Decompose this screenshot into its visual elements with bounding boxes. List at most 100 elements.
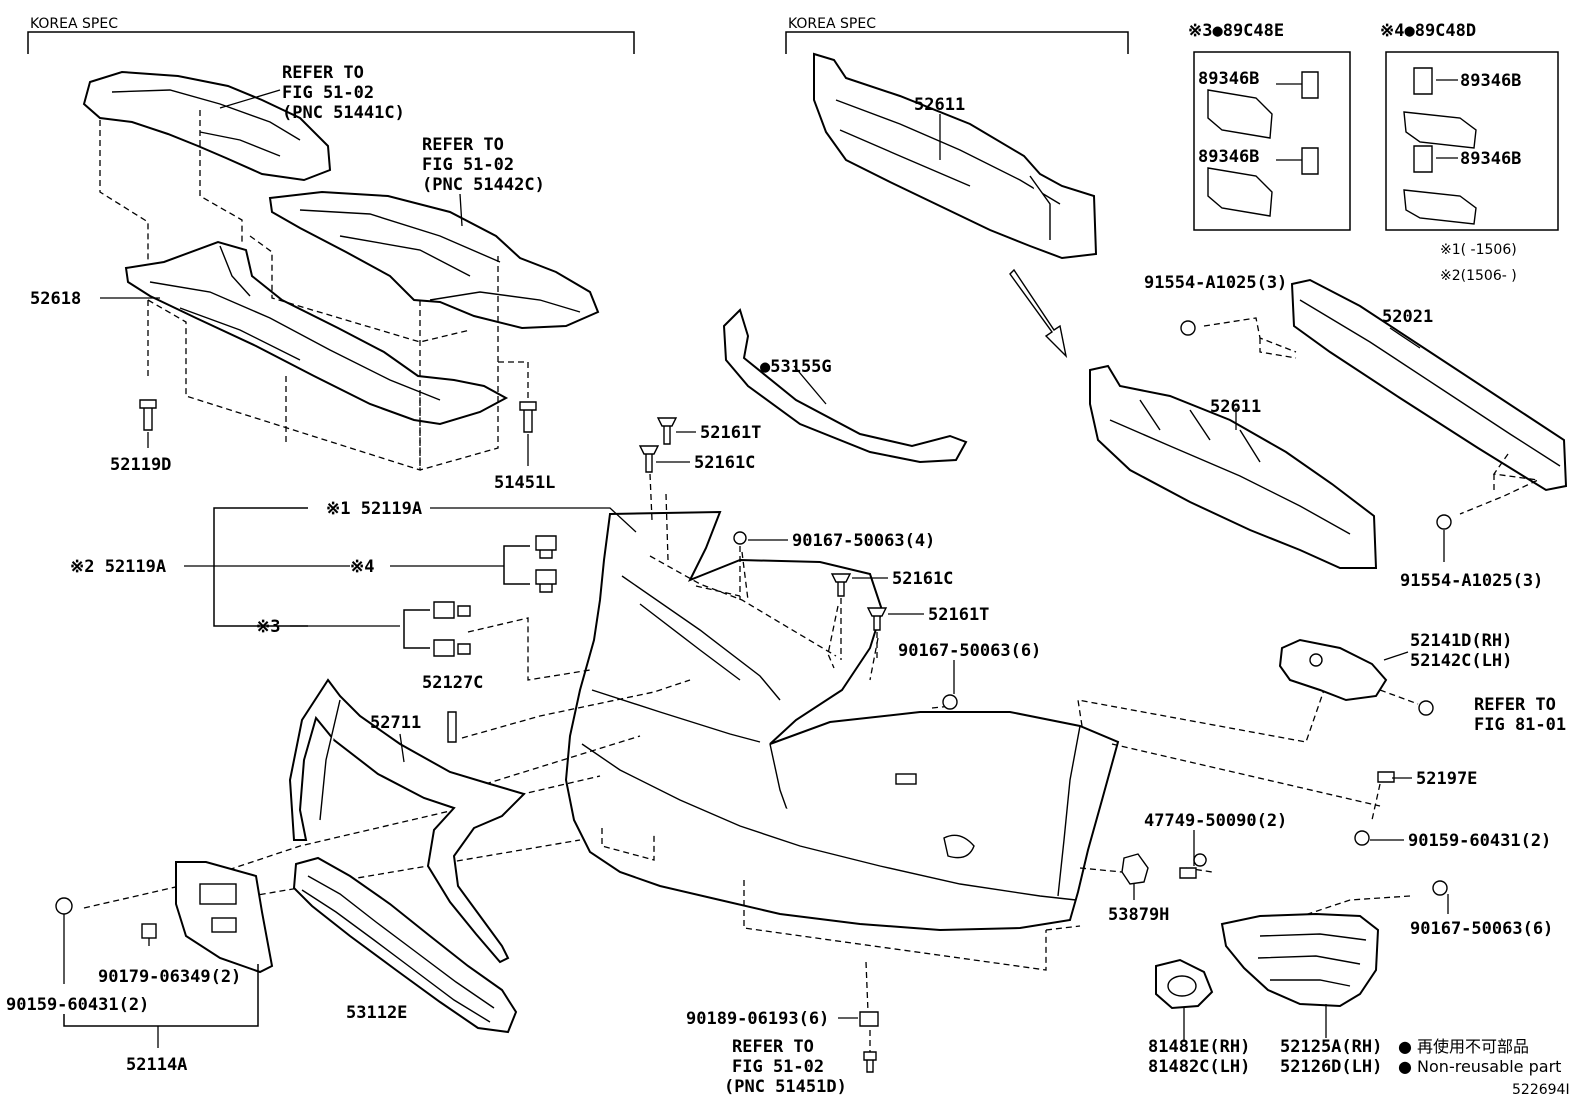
label-52161t-b: 52161T bbox=[928, 605, 989, 625]
label-52618: 52618 bbox=[30, 289, 81, 309]
legend: ● 再使用不可部品 ● Non-reusable part bbox=[1398, 1037, 1561, 1076]
clip-53879h bbox=[1121, 853, 1149, 900]
label-52119a-1: ※1 52119A bbox=[326, 499, 422, 519]
label-52021: 52021 bbox=[1382, 307, 1433, 327]
ref-51441c: REFER TO FIG 51-02 (PNC 51441C) bbox=[282, 63, 405, 123]
bolt-51451l bbox=[519, 401, 537, 466]
clip-52161t-a bbox=[656, 417, 678, 445]
svg-text:REFER TO: REFER TO bbox=[1474, 695, 1556, 715]
screw-90167-4 bbox=[733, 531, 747, 600]
svg-text:FIG 51-02: FIG 51-02 bbox=[422, 155, 514, 175]
label-52711: 52711 bbox=[370, 713, 421, 733]
label-52126d: 52126D(LH) bbox=[1280, 1057, 1382, 1077]
clip-90189 bbox=[859, 1011, 879, 1027]
label-52611-mid: 52611 bbox=[1210, 397, 1261, 417]
direction-arrow bbox=[1009, 268, 1068, 359]
label-52161c-a: 52161C bbox=[694, 453, 755, 473]
svg-text:FIG 51-02: FIG 51-02 bbox=[282, 83, 374, 103]
bumper-cover bbox=[564, 510, 1120, 932]
label-89346b-2: 89346B bbox=[1198, 147, 1259, 167]
label-52611-top: 52611 bbox=[914, 95, 965, 115]
ref-51442c: REFER TO FIG 51-02 (PNC 51442C) bbox=[422, 135, 545, 195]
license-bracket-52114a bbox=[175, 861, 274, 974]
label-47749: 47749-50090(2) bbox=[1144, 811, 1287, 831]
fog-cover-52125a bbox=[1220, 912, 1380, 1038]
part-labels: 52618 52119D 51451L 52611 52611 52021 91… bbox=[6, 69, 1553, 1077]
left-spec-label: KOREA SPEC bbox=[30, 16, 118, 32]
nut-90179 bbox=[141, 923, 157, 946]
label-52125a: 52125A(RH) bbox=[1280, 1037, 1382, 1057]
reinforcement-guides bbox=[1203, 317, 1541, 515]
label-89346b-3: 89346B bbox=[1460, 71, 1521, 91]
under-cover-upper bbox=[82, 70, 332, 182]
clip-52161c-a bbox=[638, 445, 660, 473]
clip-52161c-b bbox=[830, 573, 852, 660]
label-53879h: 53879H bbox=[1108, 905, 1169, 925]
label-91554-top: 91554-A1025(3) bbox=[1144, 273, 1287, 293]
bolt-91554-top bbox=[1180, 320, 1196, 336]
label-89346b-1: 89346B bbox=[1198, 69, 1259, 89]
label-90189: 90189-06193(6) bbox=[686, 1009, 829, 1029]
ref-51451d: REFER TO FIG 51-02 (PNC 51451D) bbox=[724, 1037, 847, 1097]
label-90167-6b: 90167-50063(6) bbox=[1410, 919, 1553, 939]
label-91554-bottom: 91554-A1025(3) bbox=[1400, 571, 1543, 591]
label-53112e: 53112E bbox=[346, 1003, 407, 1023]
screw-ref-81-01 bbox=[1379, 689, 1434, 716]
under-cover-guides bbox=[99, 110, 529, 471]
svg-text:REFER TO: REFER TO bbox=[282, 63, 364, 83]
reinforcement-52021 bbox=[1290, 278, 1568, 492]
svg-text:REFER TO: REFER TO bbox=[422, 135, 504, 155]
note-1: ※1( -1506) bbox=[1440, 242, 1517, 258]
label-52119d: 52119D bbox=[110, 455, 171, 475]
screw-90167-6a bbox=[942, 694, 958, 710]
screw-47749 bbox=[1179, 853, 1207, 879]
bracket-52127c bbox=[447, 711, 457, 743]
svg-text:(PNC 51442C): (PNC 51442C) bbox=[422, 175, 545, 195]
bolt-90159-left bbox=[55, 897, 73, 984]
inset-box-89c48d: ※4●89C48D bbox=[1380, 21, 1559, 231]
bolt-52119d bbox=[139, 399, 157, 448]
label-90167-4: 90167-50063(4) bbox=[792, 531, 935, 551]
svg-text:(PNC 51451D): (PNC 51451D) bbox=[724, 1077, 847, 1097]
svg-text:REFER TO: REFER TO bbox=[732, 1037, 814, 1057]
bracket-52141d bbox=[1278, 638, 1388, 702]
bolt-91554-bottom bbox=[1436, 514, 1452, 562]
label-90159-left: 90159-60431(2) bbox=[6, 995, 149, 1015]
inset-box-89c48e: ※3●89C48E bbox=[1188, 21, 1351, 231]
label-52127c: 52127C bbox=[422, 673, 483, 693]
legend-line-1: ● 再使用不可部品 bbox=[1398, 1037, 1529, 1056]
legend-line-2: ● Non-reusable part bbox=[1398, 1057, 1561, 1076]
screw-90159-right bbox=[1354, 830, 1370, 846]
right-spec-label: KOREA SPEC bbox=[788, 16, 876, 32]
range-notes: ※1( -1506) ※2(1506- ) bbox=[1440, 242, 1517, 284]
svg-text:FIG 51-02: FIG 51-02 bbox=[732, 1057, 824, 1077]
svg-text:(PNC 51441C): (PNC 51441C) bbox=[282, 103, 405, 123]
right-spec-bracket: KOREA SPEC bbox=[785, 16, 1129, 54]
molding-53155g bbox=[722, 308, 968, 464]
retainer-52119a-group bbox=[184, 507, 637, 657]
label-89346b-4: 89346B bbox=[1460, 149, 1521, 169]
grille-frame-52711 bbox=[288, 678, 526, 964]
label-51451l: 51451L bbox=[494, 473, 555, 493]
absorber-52611-mid bbox=[1089, 364, 1378, 569]
box3-title: ※3●89C48E bbox=[1188, 21, 1284, 41]
label-52161t-a: 52161T bbox=[700, 423, 761, 443]
bumper-guides bbox=[83, 473, 1411, 1013]
label-90179: 90179-06349(2) bbox=[98, 967, 241, 987]
label-52161c-b: 52161C bbox=[892, 569, 953, 589]
label-52114a: 52114A bbox=[126, 1055, 187, 1075]
left-spec-bracket: KOREA SPEC bbox=[27, 16, 635, 54]
screw-90167-6b bbox=[1432, 880, 1448, 896]
label-90167-6a: 90167-50063(6) bbox=[898, 641, 1041, 661]
bracket-52114a-callout bbox=[63, 964, 259, 1027]
bolt-ref-51451d bbox=[863, 1030, 877, 1073]
box4-title: ※4●89C48D bbox=[1380, 21, 1476, 41]
label-90159-right: 90159-60431(2) bbox=[1408, 831, 1551, 851]
under-cover-middle bbox=[268, 190, 600, 330]
clip-52161t-b bbox=[866, 607, 888, 660]
label-mark3: ※3 bbox=[256, 617, 280, 637]
label-81481e: 81481E(RH) bbox=[1148, 1037, 1250, 1057]
under-cover-52618 bbox=[124, 240, 509, 426]
absorber-52611-top bbox=[813, 52, 1098, 260]
